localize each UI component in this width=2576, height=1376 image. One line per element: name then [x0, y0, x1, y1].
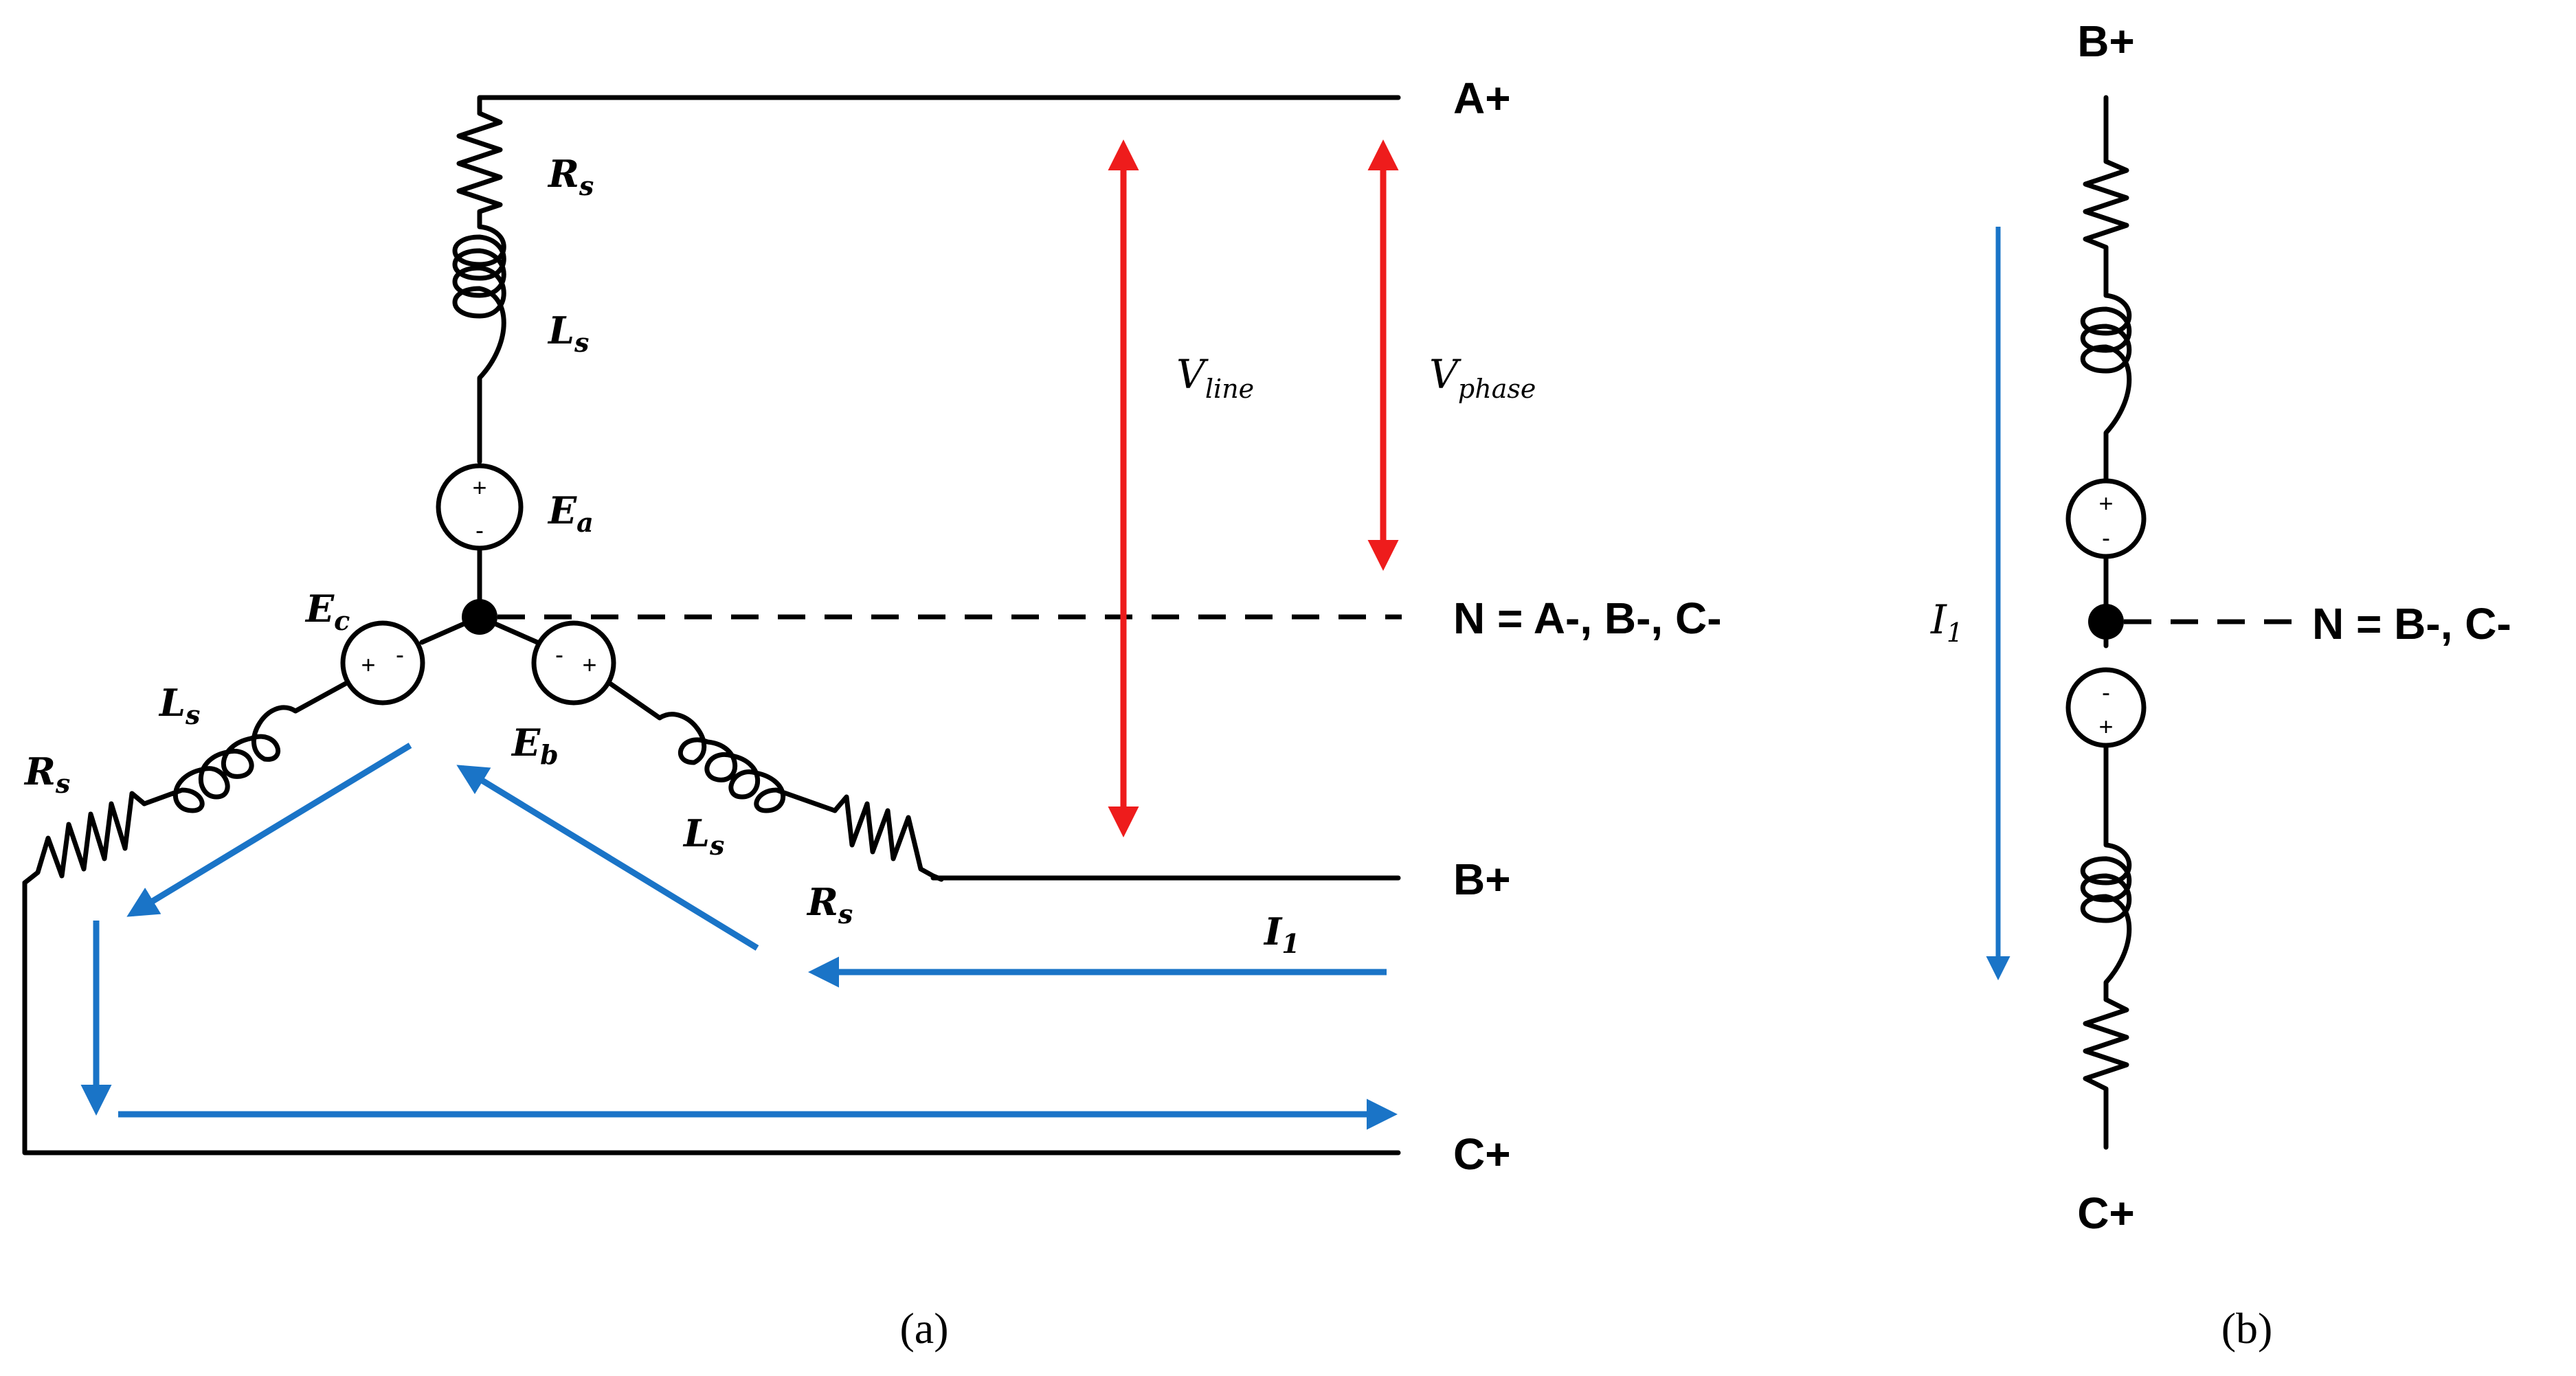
label-ec: Ec	[304, 587, 350, 636]
label-ls-c: Ls	[158, 681, 200, 730]
source-bottom-plus: +	[2098, 712, 2113, 741]
a-plus-line	[477, 95, 1401, 116]
caption-b: (b)	[2221, 1304, 2273, 1353]
ec-minus: -	[396, 640, 404, 668]
terminal-c-plus-b: C+	[2077, 1188, 2135, 1238]
phase-a-resistor	[456, 111, 503, 229]
source-top-plus: +	[2098, 489, 2113, 517]
neutral-to-ec	[419, 614, 482, 645]
phase-c-branch: + -	[22, 614, 1401, 1155]
neutral-node-b	[2088, 604, 2124, 640]
panel-b: B+ + - - + N = B-, C- C+ I1 (b)	[1930, 16, 2511, 1353]
source-eb	[531, 620, 616, 706]
terminal-neutral-b: N = B-, C-	[2312, 599, 2511, 648]
label-i1-a: I1	[1263, 910, 1300, 959]
phase-b-resistor	[832, 794, 944, 882]
ea-plus: +	[472, 473, 486, 501]
phase-a-inductor	[452, 224, 506, 464]
eb-plus: +	[582, 651, 596, 679]
label-vline: Vline	[1176, 351, 1254, 404]
label-ls-a: Ls	[547, 308, 589, 358]
current-arrow-b-branch	[456, 765, 759, 951]
terminal-c-plus: C+	[1453, 1129, 1511, 1179]
terminal-b-plus: B+	[1453, 855, 1511, 904]
label-i1-b: I1	[1930, 596, 1963, 648]
label-vphase: Vphase	[1429, 351, 1536, 404]
label-ea: Ea	[547, 488, 594, 538]
terminal-b-plus-b: B+	[2077, 16, 2135, 66]
label-rs-a: Rs	[547, 152, 594, 201]
series-inductor-top	[2080, 293, 2132, 484]
eb-minus: -	[555, 640, 563, 668]
phase-a-branch: + -	[436, 95, 1401, 620]
label-rs-c: Rs	[23, 749, 70, 799]
source-top-minus: -	[2102, 523, 2110, 552]
terminal-neutral: N = A-, B-, C-	[1453, 594, 1722, 643]
label-ls-b: Ls	[682, 811, 724, 861]
caption-a: (a)	[899, 1304, 948, 1353]
series-inductor-bottom	[2080, 743, 2132, 1002]
neutral-to-eb	[477, 614, 540, 645]
panel-a: + - - + + -	[22, 74, 1722, 1353]
phase-b-inductor	[607, 681, 838, 813]
label-rs-b: Rs	[806, 880, 853, 929]
series-resistor-bottom	[2083, 997, 2129, 1150]
terminal-a-plus: A+	[1453, 74, 1511, 123]
current-path-arrows	[80, 743, 1398, 1130]
source-ec	[340, 620, 425, 706]
source-bottom-minus: -	[2102, 678, 2110, 706]
series-resistor-top	[2083, 159, 2129, 298]
phase-c-resistor	[22, 791, 147, 886]
voltage-arrows	[1108, 139, 1399, 837]
current-arrow-c-branch	[126, 743, 412, 917]
ec-plus: +	[361, 651, 375, 679]
phase-b-branch: - +	[477, 614, 1401, 882]
label-eb: Eb	[511, 721, 559, 770]
c-plus-line	[22, 880, 1401, 1155]
phase-c-inductor	[142, 681, 348, 813]
ea-minus: -	[475, 516, 484, 544]
